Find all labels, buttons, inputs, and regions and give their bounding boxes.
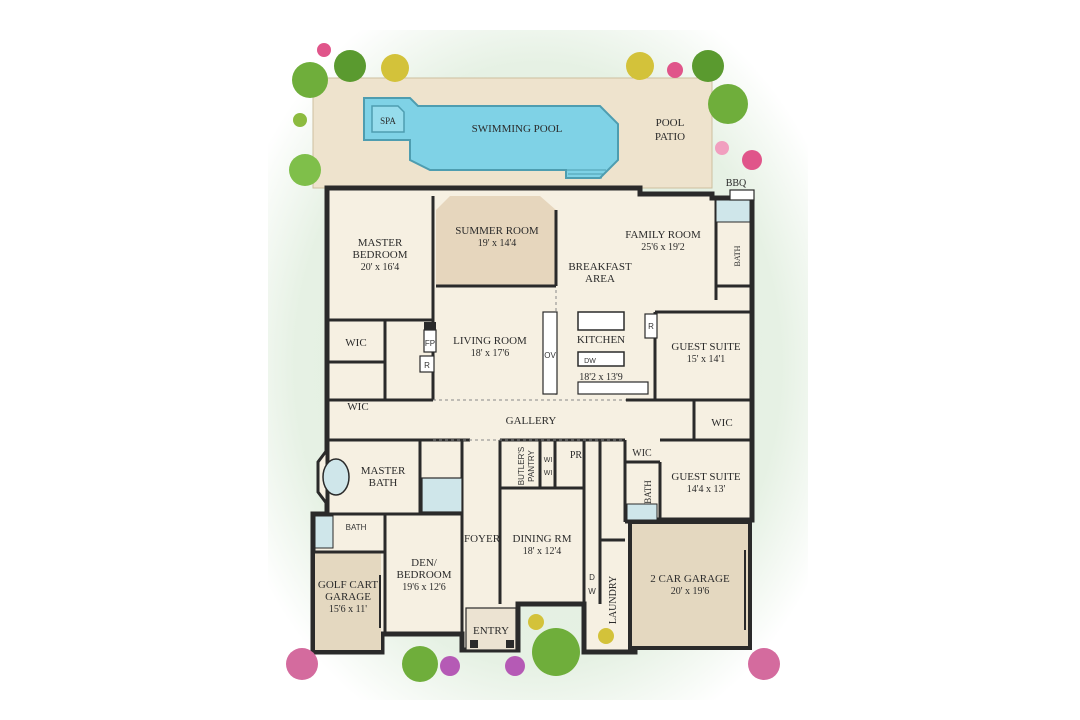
bathtub [322, 458, 350, 496]
wic-label-2: WIC [347, 401, 368, 413]
master-bedroom-label-1: MASTER [358, 237, 403, 249]
interior-walls [315, 192, 752, 634]
two-car-garage-floor [628, 520, 752, 650]
washer-label: W [588, 587, 596, 596]
master-bedroom-dim: 20' x 16'4 [361, 262, 400, 273]
r-label-1: R [424, 361, 430, 370]
oven-cabinet [542, 311, 558, 395]
wi-label-2: WI [544, 470, 553, 477]
r-label-2: R [648, 322, 654, 331]
guest-shower [626, 503, 658, 521]
bbq-label: BBQ [726, 178, 747, 189]
fp-label: FP [425, 339, 435, 348]
pool-patio-label-1: POOL [656, 117, 685, 129]
breakfast-label-2: AREA [585, 273, 615, 285]
bath-guest-2-label: BATH [643, 480, 653, 504]
ov-label: OV [544, 351, 556, 360]
kitchen-dim: 18'2 x 13'9 [579, 372, 623, 383]
master-bath-label-1: MASTER [361, 465, 406, 477]
spa-label: SPA [380, 116, 396, 126]
kitchen-counter [577, 381, 649, 395]
dining-room-label: DINING RM [513, 533, 572, 545]
bath-small-label: BATH [346, 523, 367, 532]
kitchen-island-2 [577, 351, 625, 367]
summer-room-label: SUMMER ROOM [455, 225, 539, 237]
den-label-1: DEN/ [411, 557, 438, 569]
shower-small [314, 515, 334, 549]
refrigerator-small [419, 355, 435, 373]
landscaping [286, 43, 780, 682]
spa [371, 105, 405, 133]
foyer-label: FOYER [464, 533, 501, 545]
kitchen-label: KITCHEN [577, 334, 625, 346]
entry-pot-left [470, 640, 478, 648]
butlers-pantry-label-2: PANTRY [527, 449, 536, 481]
fireplace-box [423, 329, 437, 353]
kitchen-island [577, 311, 625, 331]
two-car-garage-dim: 20' x 19'6 [671, 586, 710, 597]
den-dim: 19'6 x 12'6 [402, 582, 446, 593]
golf-cart-garage-floor [315, 552, 381, 650]
family-room-dim: 25'6 x 19'2 [641, 242, 685, 253]
summer-room-dim: 19' x 14'4 [478, 238, 517, 249]
gallery-lines [433, 290, 626, 441]
golf-cart-garage-label-2: GARAGE [325, 591, 371, 603]
pool-label: SWIMMING POOL [472, 123, 563, 135]
laundry-label: LAUNDRY [608, 576, 619, 624]
gallery-label: GALLERY [506, 415, 557, 427]
summer-room-floor [436, 196, 556, 286]
dryer-label: D [589, 573, 595, 582]
master-shower [421, 477, 463, 513]
pool-steps [566, 169, 606, 179]
wi-label-1: WI [544, 457, 553, 464]
master-bedroom-label-2: BEDROOM [352, 249, 407, 261]
breakfast-label-1: BREAKFAST [568, 261, 632, 273]
pr-label: PR [570, 450, 583, 461]
bath-top-label: BATH [733, 245, 742, 266]
golf-cart-garage-dim: 15'6 x 11' [329, 604, 367, 615]
bath-top-shower [715, 199, 751, 223]
butlers-pantry-label-1: BUTLER'S [517, 447, 526, 485]
living-room-dim: 18' x 17'6 [471, 348, 510, 359]
wic-label-4: WIC [632, 448, 652, 459]
guest-suite-2-dim: 14'4 x 13' [687, 484, 726, 495]
wic-label-1: WIC [345, 337, 366, 349]
dw-label: DW [584, 358, 596, 365]
guest-suite-1-label: GUEST SUITE [671, 341, 740, 353]
fridge [644, 313, 658, 339]
master-bath-label-2: BATH [369, 477, 398, 489]
den-label-2: BEDROOM [396, 569, 451, 581]
guest-suite-2-label: GUEST SUITE [671, 471, 740, 483]
wic-label-3: WIC [711, 417, 732, 429]
entry-pot-right [506, 640, 514, 648]
two-car-garage-label: 2 CAR GARAGE [650, 573, 730, 585]
entry-label: ENTRY [473, 625, 509, 637]
living-room-label: LIVING ROOM [453, 335, 527, 347]
guest-suite-1-dim: 15' x 14'1 [687, 354, 726, 365]
golf-cart-garage-label-1: GOLF CART [318, 579, 378, 591]
family-room-label: FAMILY ROOM [625, 229, 701, 241]
dining-room-dim: 18' x 12'4 [523, 546, 562, 557]
pool-patio-label-2: PATIO [655, 131, 685, 143]
bbq-grill [729, 189, 755, 201]
